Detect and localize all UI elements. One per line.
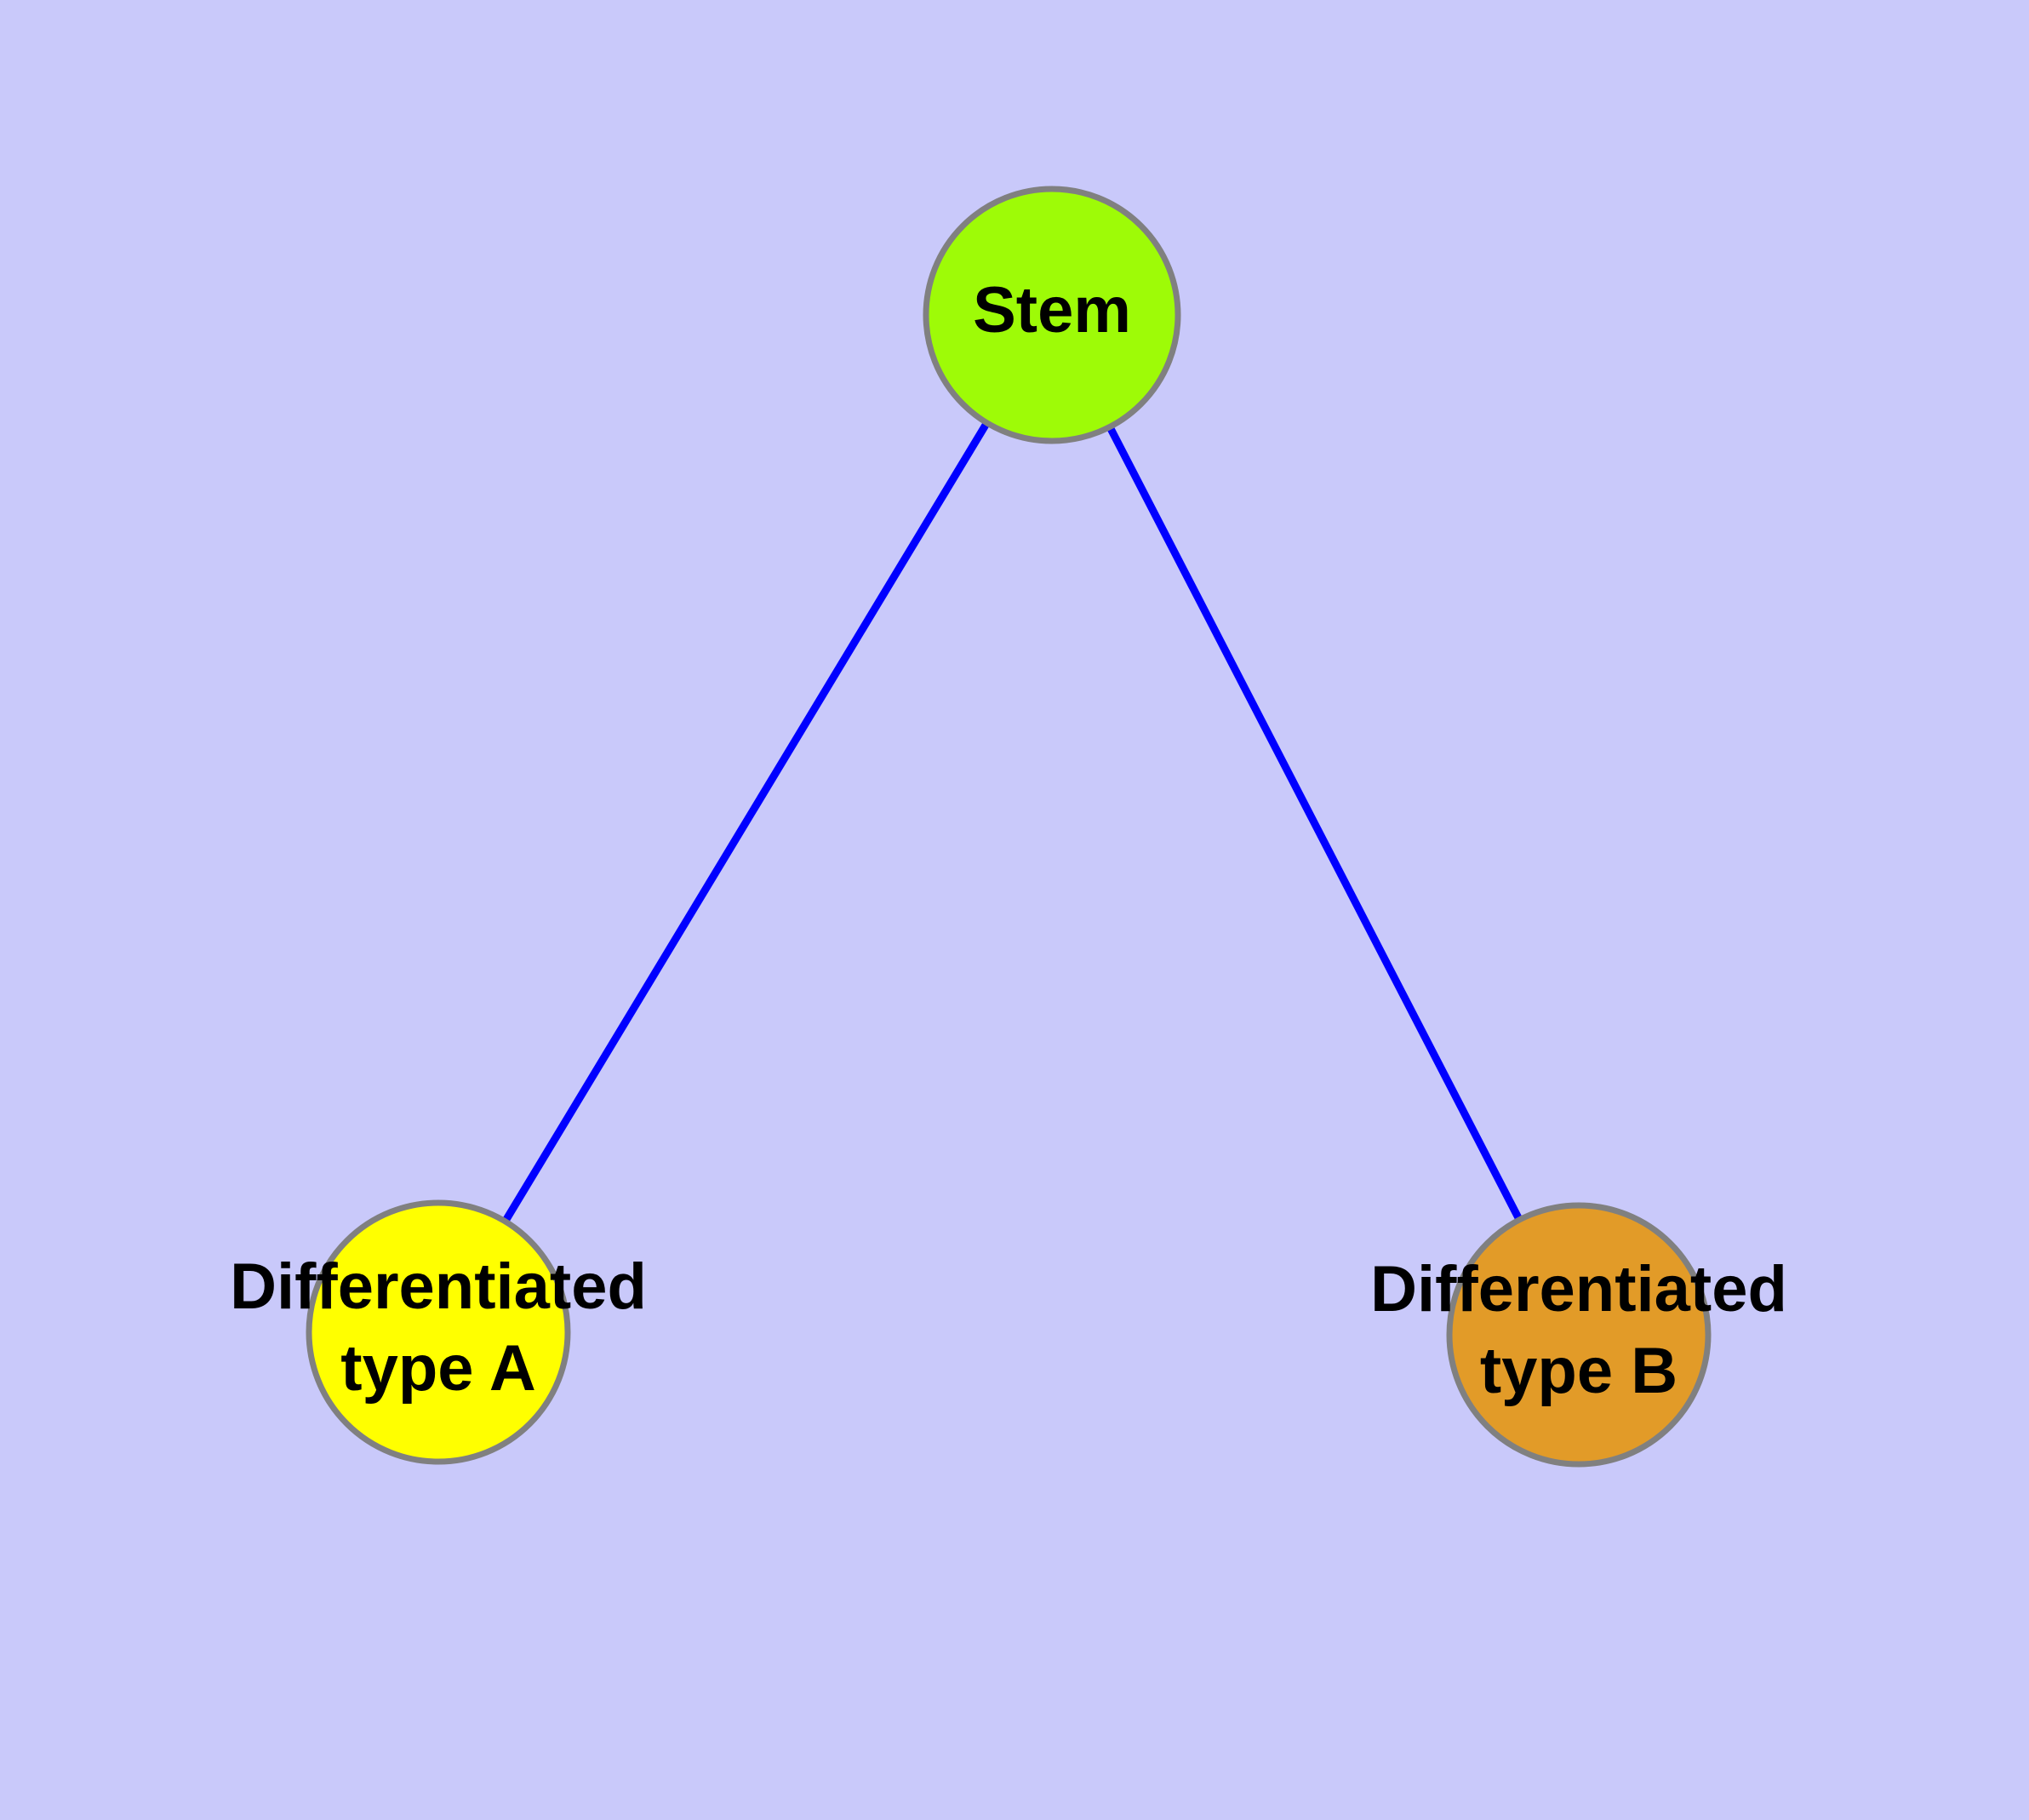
graph-edge[interactable]: [1049, 312, 1582, 1337]
graph-node-label-diff_a: Differentiated type A: [230, 1251, 647, 1405]
graph-node-diff_a[interactable]: [306, 1199, 571, 1465]
nodes-layer: [306, 186, 1712, 1468]
graph-node-label-line: Stem: [973, 274, 1131, 346]
graph-node-label-diff_b: Differentiated type B: [1370, 1253, 1787, 1407]
graph-node-diff_b[interactable]: [1446, 1202, 1712, 1468]
graph-node-label-line: Differentiated: [230, 1251, 647, 1323]
graph-node-label-line: type A: [340, 1332, 535, 1405]
graph-node-label-line: type B: [1480, 1335, 1677, 1407]
graph-node-label-line: Differentiated: [1370, 1253, 1787, 1325]
graph-edge[interactable]: [435, 312, 1055, 1335]
graph-node-label-stem: Stem: [973, 274, 1131, 346]
graph-node-stem[interactable]: [923, 186, 1181, 444]
edges-layer: [435, 312, 1582, 1337]
